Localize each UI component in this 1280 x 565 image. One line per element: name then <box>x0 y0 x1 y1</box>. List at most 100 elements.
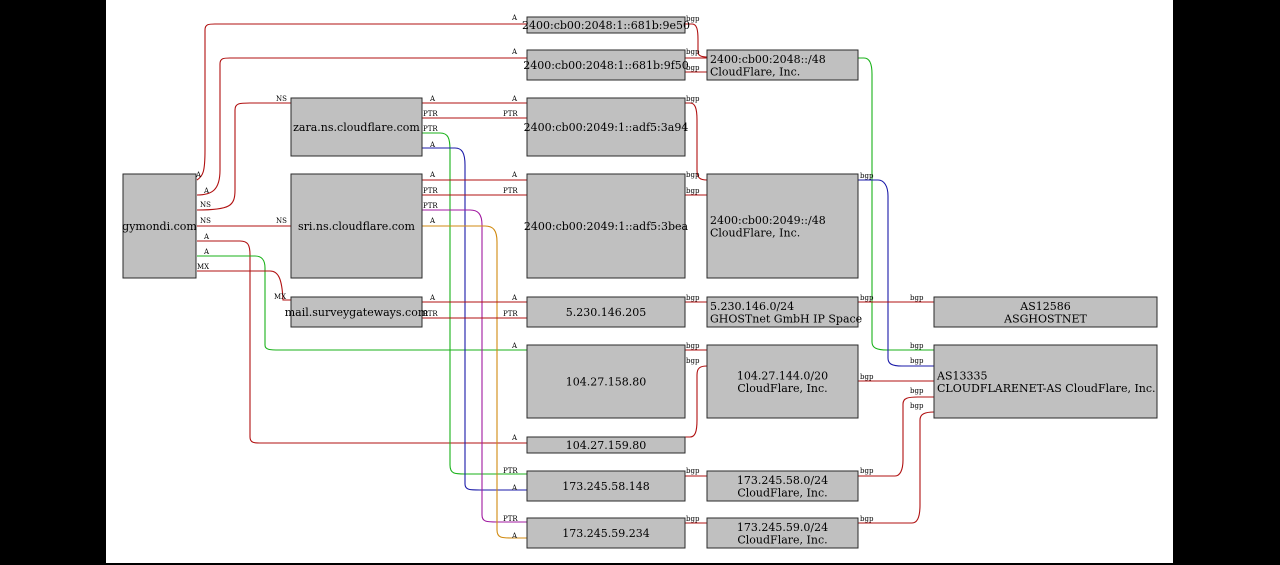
node-label: GHOSTnet GmbH IP Space <box>710 312 862 325</box>
edge-link <box>858 57 934 351</box>
edge-label-bgp: bgp <box>910 342 924 350</box>
nodes-layer: gymondi.comzara.ns.cloudflare.comsri.ns.… <box>122 16 1158 549</box>
node-ip-173-58: 173.245.58.148 <box>526 470 686 502</box>
node-box <box>526 49 686 81</box>
edge-label-bgp: bgp <box>910 294 924 302</box>
edge-label-bgp: bgp <box>686 64 700 72</box>
node-box <box>526 517 686 549</box>
edge-link <box>685 23 708 58</box>
edge-label-a: A <box>511 484 518 492</box>
edge-label-ns: NS <box>200 201 211 209</box>
node-label: gymondi.com <box>122 220 197 233</box>
edge-link <box>858 411 935 524</box>
edge-label-bgp: bgp <box>910 387 924 395</box>
node-ip-5230: 5.230.146.205 <box>526 296 686 328</box>
edge-label-ptr: PTR <box>423 202 438 210</box>
edge-label-bgp: bgp <box>686 15 700 23</box>
edge-link <box>422 147 527 491</box>
node-label: AS13335 <box>936 369 987 382</box>
edge-link <box>422 132 527 475</box>
edge-label-bgp: bgp <box>686 357 700 365</box>
edge-label-a: A <box>511 171 518 179</box>
edge-link <box>422 225 527 539</box>
node-label: 2400:cb00:2048:1::681b:9f50 <box>523 59 689 72</box>
edge-label-bgp: bgp <box>910 357 924 365</box>
edge-label-bgp: bgp <box>686 187 700 195</box>
node-label: CloudFlare, Inc. <box>710 65 800 78</box>
edge-label-ptr: PTR <box>423 187 438 195</box>
edge-label-bgp: bgp <box>686 342 700 350</box>
node-box <box>526 436 686 454</box>
node-label: CloudFlare, Inc. <box>710 226 800 239</box>
edge-link <box>858 179 934 367</box>
node-box <box>933 296 1158 328</box>
edge-label-a: A <box>429 217 436 225</box>
edge-link <box>197 270 291 301</box>
node-label: 104.27.144.0/20 <box>737 369 828 382</box>
node-ip-104-158: 104.27.158.80 <box>526 344 686 419</box>
edge-label-a: A <box>511 294 518 302</box>
node-box <box>526 97 686 157</box>
node-box <box>706 173 859 279</box>
node-label: 104.27.159.80 <box>566 439 646 452</box>
edge-label-bgp: bgp <box>860 294 874 302</box>
node-box <box>290 296 423 328</box>
edge-label-a: A <box>429 95 436 103</box>
edge-label-ptr: PTR <box>423 125 438 133</box>
edge-link <box>685 365 708 438</box>
edge-label-a: A <box>203 187 210 195</box>
node-box <box>933 344 1158 419</box>
edge-label-a: A <box>511 342 518 350</box>
node-ip6-9e50: 2400:cb00:2048:1::681b:9e50 <box>522 16 690 34</box>
edge-label-ns: NS <box>276 95 287 103</box>
node-label: 2400:cb00:2048::/48 <box>710 53 826 66</box>
node-label: 5.230.146.0/24 <box>710 300 794 313</box>
node-label: 5.230.146.205 <box>566 306 646 319</box>
node-ip6-9f50: 2400:cb00:2048:1::681b:9f50 <box>523 49 689 81</box>
node-label: 2400:cb00:2049:1::adf5:3bea <box>524 220 689 233</box>
edge-label-a: A <box>511 14 518 22</box>
edge-label-ptr: PTR <box>423 310 438 318</box>
canvas-frame <box>106 0 1173 563</box>
node-box <box>706 517 859 549</box>
edge-link <box>197 240 527 444</box>
edge-label-bgp: bgp <box>910 402 924 410</box>
node-label: 173.245.58.0/24 <box>737 474 828 487</box>
node-label: 2400:cb00:2049::/48 <box>710 214 826 227</box>
edge-link <box>422 209 527 523</box>
edge-label-bgp: bgp <box>686 171 700 179</box>
node-box <box>706 470 859 502</box>
edge-label-bgp: bgp <box>860 373 874 381</box>
edge-label-a: A <box>511 95 518 103</box>
edge-label-bgp: bgp <box>686 515 700 523</box>
node-label: CLOUDFLARENET-AS CloudFlare, Inc. <box>937 382 1156 395</box>
edge-link <box>196 102 291 211</box>
edge-label-a: A <box>429 141 436 149</box>
node-box <box>526 344 686 419</box>
node-ip-104-159: 104.27.159.80 <box>526 436 686 454</box>
edge-label-bgp: bgp <box>686 294 700 302</box>
node-box <box>526 16 686 34</box>
edge-label-ptr: PTR <box>503 310 518 318</box>
edge-label-a: A <box>195 171 202 179</box>
edge-label-a: A <box>511 48 518 56</box>
node-box <box>706 296 859 328</box>
node-label: 2400:cb00:2048:1::681b:9e50 <box>522 19 690 32</box>
node-label: mail.surveygateways.com <box>285 306 429 319</box>
node-box <box>290 173 423 279</box>
node-label: CloudFlare, Inc. <box>737 382 827 395</box>
node-box <box>526 470 686 502</box>
edge-link <box>685 102 708 181</box>
node-box <box>706 49 859 81</box>
node-label: 173.245.59.234 <box>562 527 649 540</box>
edge-label-mx: MX <box>274 293 286 301</box>
edge-label-ptr: PTR <box>423 110 438 118</box>
